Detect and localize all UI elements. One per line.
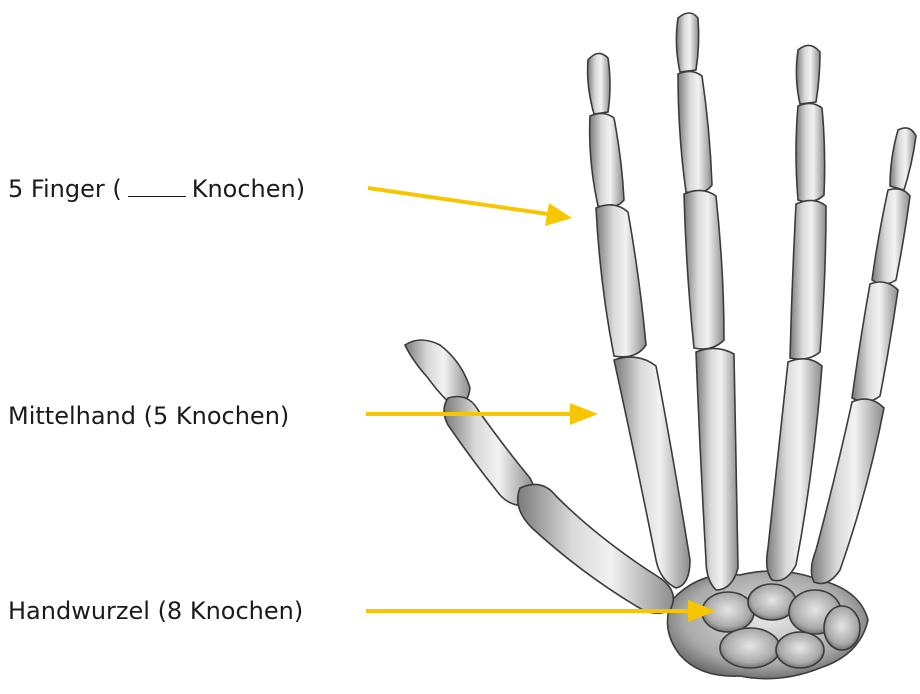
label-finger-suffix: Knochen) <box>192 175 305 203</box>
ring-finger-bones <box>767 45 826 580</box>
middle-finger-bones <box>676 13 738 590</box>
label-finger: 5 Finger ( Knochen) <box>8 176 305 201</box>
carpal-bones <box>668 571 869 679</box>
fill-in-blank[interactable] <box>128 176 186 197</box>
hand-skeleton <box>405 13 916 679</box>
arrow-mittelhand-head <box>570 403 598 425</box>
little-finger-bones <box>811 128 916 584</box>
label-mittelhand: Mittelhand (5 Knochen) <box>8 404 289 428</box>
index-finger-bones <box>588 53 690 588</box>
label-finger-prefix: 5 Finger ( <box>8 175 122 203</box>
arrow-finger-head <box>545 203 572 226</box>
arrow-finger <box>368 188 548 214</box>
label-handwurzel: Handwurzel (8 Knochen) <box>8 599 303 623</box>
